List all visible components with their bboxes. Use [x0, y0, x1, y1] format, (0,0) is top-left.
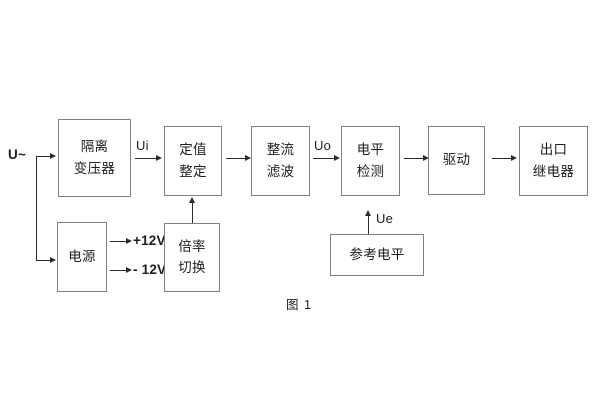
bus-to-power-line [36, 260, 51, 261]
bus-to-transformer-arrowhead [50, 152, 56, 159]
block-multiplier-switch[interactable]: 倍率 切换 [164, 223, 220, 292]
driver-to-relay-arrowhead [511, 154, 517, 161]
block-isolation-transformer[interactable]: 隔离 变压器 [58, 119, 131, 197]
block-line: 变压器 [73, 160, 116, 176]
rail-negative-arrowhead [126, 266, 132, 273]
setting-to-rectify-arrowhead [245, 154, 251, 161]
ue-signal-label: Ue [376, 211, 394, 226]
uo-signal-label: Uo [314, 138, 332, 153]
block-reference-level[interactable]: 参考电平 [330, 234, 424, 276]
reference-to-level-line [368, 216, 369, 234]
block-line: 定值 [179, 142, 207, 158]
block-line: 电平 [356, 142, 385, 158]
rail-positive-label: +12V [133, 233, 166, 248]
input-source-label: U~ [8, 147, 27, 162]
block-line: 参考电平 [349, 246, 405, 262]
block-output-relay[interactable]: 出口 继电器 [519, 126, 588, 196]
block-line: 电源 [68, 248, 96, 264]
driver-to-relay-line [492, 158, 512, 159]
bus-to-power-arrowhead [50, 256, 56, 263]
multiplier-to-setting-line [192, 203, 193, 223]
setting-to-rectify-line [226, 158, 246, 159]
figure-caption: 图 1 [286, 298, 312, 312]
rail-positive-line [110, 241, 127, 242]
reference-to-level-arrowhead [364, 210, 371, 216]
transformer-to-setting-arrowhead [156, 154, 162, 161]
level-to-driver-line [404, 158, 424, 159]
block-line: 滤波 [266, 163, 295, 179]
multiplier-to-setting-arrowhead [188, 197, 195, 203]
block-line: 整定 [179, 163, 207, 179]
block-driver[interactable]: 驱动 [428, 126, 485, 195]
rectify-to-level-line [313, 158, 335, 159]
block-power-supply[interactable]: 电源 [57, 222, 107, 292]
block-line: 整流 [266, 142, 295, 158]
transformer-to-setting-line [135, 158, 157, 159]
rail-negative-label: - 12V [133, 262, 167, 277]
block-line: 检测 [356, 163, 385, 179]
block-rectify-filter[interactable]: 整流 滤波 [251, 126, 310, 196]
bus-to-transformer-line [36, 156, 51, 157]
block-line: 隔离 [80, 139, 109, 155]
block-line: 切换 [178, 260, 206, 275]
rail-positive-arrowhead [126, 237, 132, 244]
input-bus-vertical [36, 156, 37, 260]
block-line: 出口 [539, 142, 568, 158]
rectify-to-level-arrowhead [334, 154, 340, 161]
block-setting-value[interactable]: 定值 整定 [164, 126, 222, 196]
rail-negative-line [110, 270, 127, 271]
block-level-detection[interactable]: 电平 检测 [341, 126, 400, 196]
block-line: 倍率 [178, 238, 206, 254]
ui-signal-label: Ui [136, 138, 149, 153]
level-to-driver-arrowhead [423, 154, 429, 161]
block-line: 驱动 [442, 152, 471, 168]
block-line: 继电器 [532, 163, 575, 179]
